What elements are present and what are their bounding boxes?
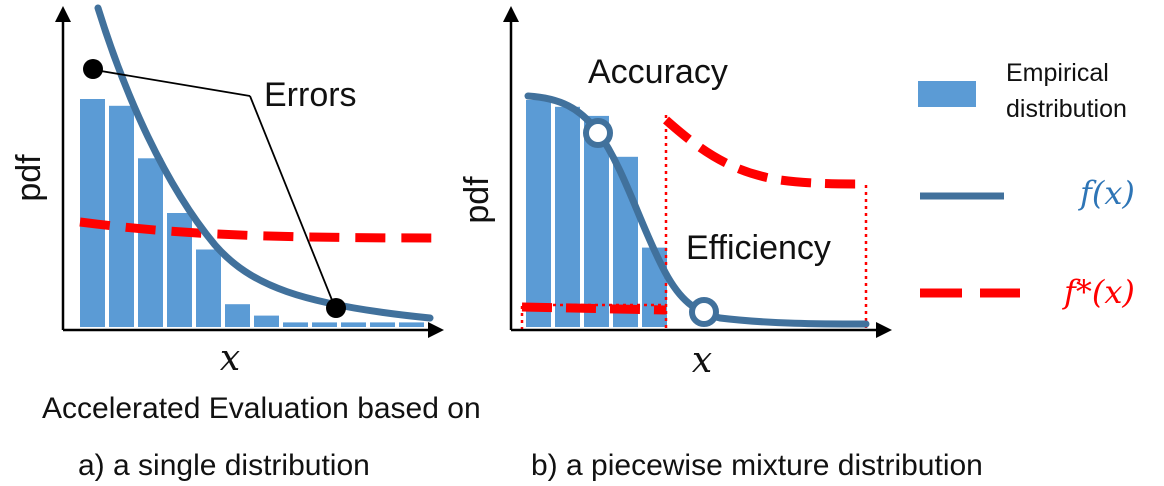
- right-fstar-segment-1: [521, 302, 667, 315]
- left-histogram-bar-6: [225, 304, 250, 327]
- left-fstar-curve: [79, 217, 441, 243]
- right-fstar-segment-2: [663, 116, 867, 189]
- legend-f-label: f(x): [1078, 174, 1135, 212]
- right-histogram-bar-1: [526, 100, 551, 327]
- left-histogram-bar-11: [370, 322, 395, 327]
- left-histogram-bar-3: [138, 158, 163, 327]
- left-histogram-bar-8: [283, 322, 308, 327]
- error-pointer-bottom: [249, 95, 335, 306]
- right-histogram-bar-2: [555, 106, 580, 327]
- legend-empirical-line2: distribution: [1006, 95, 1127, 123]
- left-x-arrow: [428, 322, 444, 338]
- right-y-arrow: [503, 6, 519, 22]
- left-histogram: [80, 99, 424, 327]
- error-pointer-top: [94, 69, 251, 97]
- left-histogram-bar-9: [312, 322, 337, 327]
- left-histogram-bar-12: [399, 322, 424, 327]
- legend-empirical-swatch: [918, 81, 976, 107]
- right-ylabel: pdf: [458, 176, 496, 224]
- error-point-top: [83, 59, 103, 79]
- left-histogram-bar-1: [80, 99, 105, 327]
- right-histogram-bar-3: [584, 115, 609, 328]
- errors-label: Errors: [264, 76, 357, 114]
- right-panel: Accuracy Efficiency pdf x: [458, 6, 892, 381]
- left-ylabel: pdf: [10, 154, 48, 202]
- efficiency-marker: [689, 297, 719, 327]
- left-histogram-bar-5: [196, 249, 221, 327]
- accuracy-marker: [583, 118, 613, 148]
- caption-a: a) a single distribution: [78, 449, 370, 482]
- left-y-arrow: [55, 6, 71, 22]
- left-histogram-bar-7: [254, 315, 279, 327]
- caption-line1: Accelerated Evaluation based on: [42, 392, 481, 425]
- right-x-arrow: [876, 322, 892, 338]
- left-f-curve: [94, 4, 434, 322]
- left-panel: Errors pdf x: [10, 4, 444, 379]
- legend: Empirical distribution f(x) f*(x): [918, 59, 1135, 311]
- caption-b: b) a piecewise mixture distribution: [531, 449, 983, 482]
- right-f-curve: [524, 92, 870, 328]
- legend-empirical-line1: Empirical: [1006, 59, 1109, 87]
- legend-fstar-label: f*(x): [1062, 273, 1135, 311]
- right-histogram-bar-5: [642, 247, 667, 327]
- error-point-bottom: [326, 298, 346, 318]
- left-xlabel: x: [220, 338, 240, 379]
- right-xlabel: x: [692, 340, 712, 381]
- accuracy-label: Accuracy: [588, 53, 728, 91]
- left-histogram-bar-2: [109, 105, 134, 327]
- efficiency-label: Efficiency: [686, 229, 831, 267]
- left-histogram-bar-10: [341, 322, 366, 327]
